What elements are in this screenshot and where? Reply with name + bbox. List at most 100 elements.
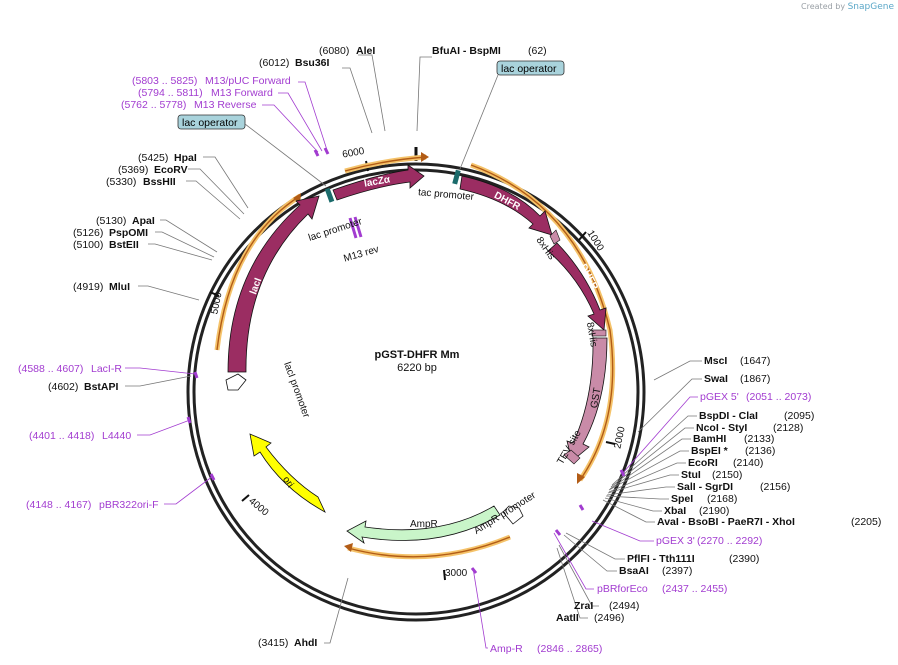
enzyme-bsaai-name: BsaAI: [619, 565, 649, 577]
enzyme-bspdi-name: BspDI - ClaI: [699, 410, 758, 422]
primer-pgex5-pos: (2051 .. 2073): [746, 391, 811, 403]
feature-ori-label: ori: [280, 474, 295, 489]
orf-arrowhead-gst-dhfr: [577, 473, 585, 484]
leader-m13rev: [262, 104, 319, 153]
leader-sali: [606, 486, 675, 496]
leader-lacir: [125, 367, 196, 375]
primer-amp-r-pos: (2846 .. 2865): [537, 643, 602, 655]
enzyme-bspei-pos: (2136): [745, 445, 775, 457]
enzyme-bamhi-pos: (2133): [744, 433, 774, 445]
orf-arrow-ampr: [347, 536, 511, 558]
ampr-promoter-arrow: [502, 505, 524, 525]
enzyme-aatii-pos: (2496): [594, 612, 624, 624]
lac-promoter-label: lac promoter: [307, 216, 364, 244]
enzyme-swai-name: SwaI: [704, 373, 728, 385]
leader-bsshii: [186, 180, 241, 220]
leader-bfuai: [416, 56, 432, 132]
primer-pbr322-pos: (4148 .. 4167): [26, 499, 91, 511]
feature-lacza-arrow: [332, 164, 425, 201]
enzyme-bspdi-pos: (2095): [784, 410, 814, 422]
enzyme-avai-pos: (2205): [851, 516, 881, 528]
leader-ecorv: [188, 168, 245, 215]
enzyme-ncoi-pos: (2128): [773, 422, 803, 434]
enzyme-sali-name: SalI - SgrDI: [677, 481, 733, 493]
lac-operator-2-label: lac operator: [182, 117, 238, 129]
enzyme-spei-pos: (2168): [707, 493, 737, 505]
feature-ampr-arrow: [346, 505, 501, 545]
enzyme-alei-name: AleI: [356, 45, 375, 57]
enzyme-apai-pos: (5130): [96, 215, 126, 227]
enzyme-alei-pos: (6080): [319, 45, 349, 57]
primer-mark-m13fwd: [323, 147, 330, 155]
leader-m13fwd: [278, 92, 323, 152]
lac-operator-1-leader: [459, 74, 499, 170]
leader-bamhi: [609, 438, 691, 490]
leader-alei: [358, 54, 386, 132]
primer-l4440-name: L4440: [102, 430, 131, 442]
orf-arrowhead-lacza: [421, 152, 429, 162]
plasmid-size: 6220 bp: [397, 362, 437, 374]
leader-pgex3: [591, 520, 654, 542]
enzyme-bfuai-name: BfuAI - BspMI: [432, 45, 501, 57]
enzyme-bsu36i-name: Bsu36I: [295, 57, 330, 69]
feature-laci-arrow: [227, 195, 320, 373]
his-tag-2-label: 8xHis: [584, 321, 599, 348]
feature-dhfr-1-arrow: [459, 175, 553, 236]
primer-pgex5-name: pGEX 5': [700, 391, 739, 403]
tev-site-block: [563, 449, 581, 465]
primer-m13puc-name: M13/pUC Forward: [205, 75, 291, 87]
primer-lacir-name: LacI-R: [91, 363, 122, 375]
tick-mark-5000: [209, 291, 220, 297]
feature-ampr-label: AmpR: [410, 519, 438, 530]
enzyme-sali-pos: (2156): [760, 481, 790, 493]
leader-pspomi: [155, 231, 215, 258]
leader-bsteii: [148, 243, 213, 261]
tick-label-4000: 4000: [246, 496, 270, 519]
tick-label-3000: 3000: [445, 568, 468, 579]
feature-gst-arrow: [566, 337, 608, 462]
his-tag-1-block: [549, 229, 561, 245]
tick-label-6000: 6000: [341, 146, 365, 161]
enzyme-apai-name: ApaI: [132, 215, 155, 227]
leader-ahdi: [324, 577, 349, 644]
leader-hpai: [203, 156, 249, 209]
feature-lacza-label: lacZα: [363, 174, 392, 190]
enzyme-xbai-pos: (2190): [699, 505, 729, 517]
enzyme-pspomi-name: PspOMI: [109, 227, 148, 239]
primer-m13rev-name: M13 Reverse: [194, 99, 257, 111]
primer-marks: [186, 147, 626, 574]
enzyme-stui-pos: (2150): [712, 469, 742, 481]
snapgene-logo: SnapGene: [847, 2, 894, 12]
tick-mark-1000: [578, 231, 587, 241]
primer-pbrfor-pos: (2437 .. 2455): [662, 583, 727, 595]
leader-pflfi: [565, 532, 625, 560]
enzyme-swai-pos: (1867): [740, 373, 770, 385]
primer-lacir-pos: (4588 .. 4607): [18, 363, 83, 375]
enzyme-bfuai-pos: (62): [528, 45, 547, 57]
leader-msci: [653, 360, 702, 381]
leader-aatii: [556, 547, 588, 619]
backbone-outer-strand: [186, 162, 646, 622]
plasmid-name: pGST-DHFR Mm: [375, 349, 460, 361]
primer-amp-r-name: Amp-R: [490, 643, 523, 655]
enzyme-bsshii-pos: (5330): [106, 176, 136, 188]
leader-pbr322: [164, 475, 214, 505]
enzyme-labels: (6080) AleI BfuAI - BspMI (62) (6012) Bs…: [48, 45, 881, 649]
primer-mark-pbrfor: [554, 529, 562, 536]
enzyme-ecorv-pos: (5369): [118, 164, 148, 176]
tick-mark-3000: [443, 569, 446, 581]
enzyme-leaders: [125, 54, 702, 644]
primer-mark-l4440: [186, 416, 192, 424]
primer-pgex3-name: pGEX 3': [656, 535, 695, 547]
m13-rev-primer-mark-2: [353, 216, 363, 238]
enzyme-aatii-name: AatII: [556, 612, 579, 624]
tick-mark-2000: [605, 441, 616, 445]
leader-apai: [160, 219, 218, 253]
orf-arrow-lacza: [344, 156, 427, 172]
orf-arrowhead-ampr: [344, 543, 353, 552]
enzyme-bsteii-pos: (5100): [73, 239, 103, 251]
enzyme-bsteii-name: BstEII: [109, 239, 139, 251]
backbone-inner-strand: [192, 168, 640, 616]
primer-m13fwd-pos: (5794 .. 5811): [138, 87, 203, 99]
